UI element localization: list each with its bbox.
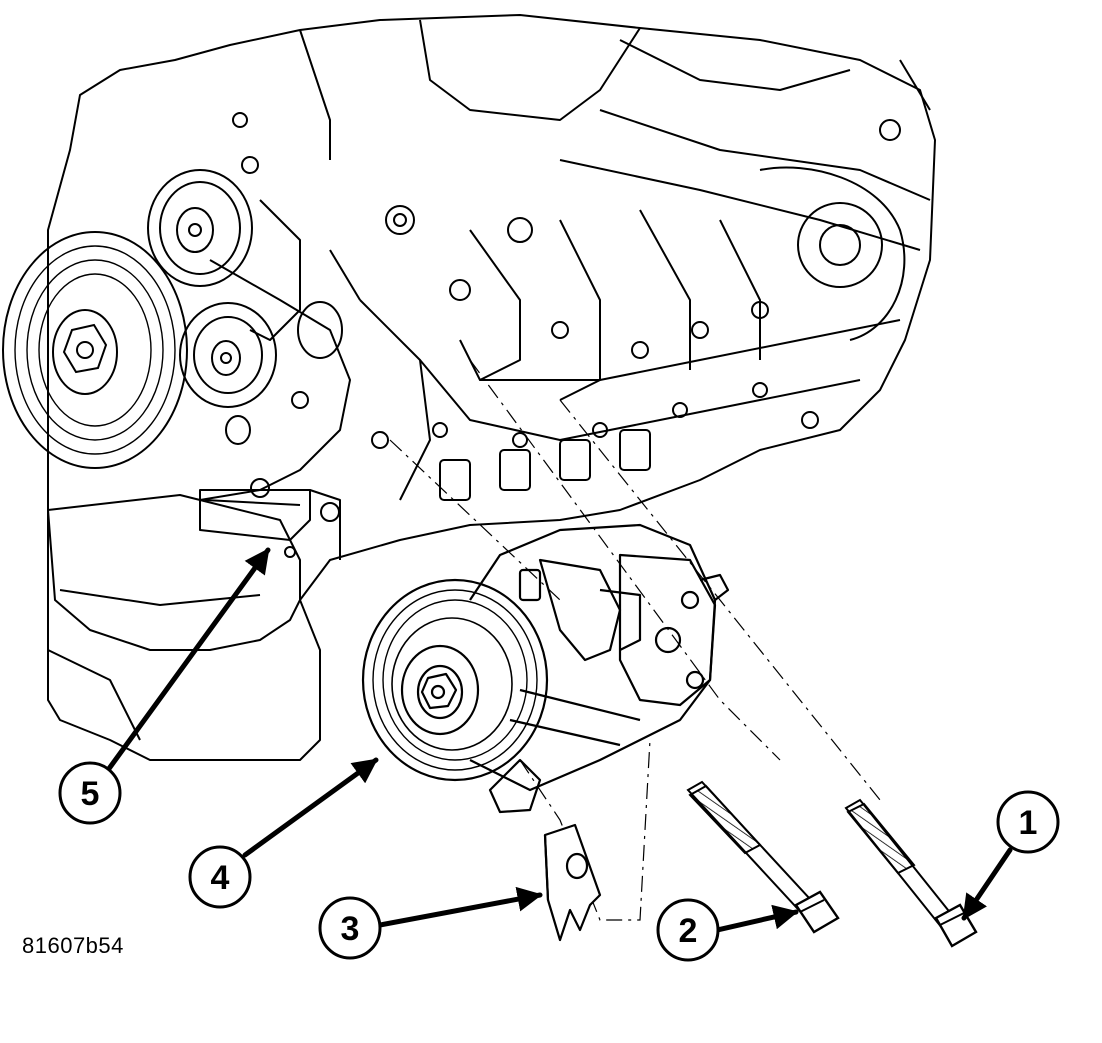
bolt-1 <box>844 798 978 948</box>
arrow-2 <box>714 904 799 933</box>
ac-compressor <box>361 523 730 814</box>
arrow-5 <box>105 547 271 773</box>
callout-5: 5 <box>58 761 122 825</box>
engine-block <box>47 14 936 761</box>
arrow-4 <box>242 757 379 858</box>
bolt-2 <box>686 780 840 934</box>
callout-3: 3 <box>318 896 382 960</box>
crankshaft-pulley <box>2 231 188 469</box>
callout-3-number: 3 <box>341 910 360 948</box>
idler-pulleys <box>147 169 343 445</box>
callout-arrows <box>105 547 1013 933</box>
arrow-3 <box>377 886 543 928</box>
figure-id-label: 81607b54 <box>22 933 124 958</box>
callout-2-number: 2 <box>679 912 698 950</box>
alignment-lines <box>389 359 881 921</box>
callout-5-number: 5 <box>81 775 100 813</box>
callout-1: 1 <box>996 790 1060 854</box>
spacer-bracket <box>543 823 602 942</box>
callout-4-number: 4 <box>211 859 230 897</box>
arrow-1 <box>961 847 1013 921</box>
callout-4: 4 <box>188 845 252 909</box>
callout-1-number: 1 <box>1019 804 1038 842</box>
callout-2: 2 <box>656 898 720 962</box>
